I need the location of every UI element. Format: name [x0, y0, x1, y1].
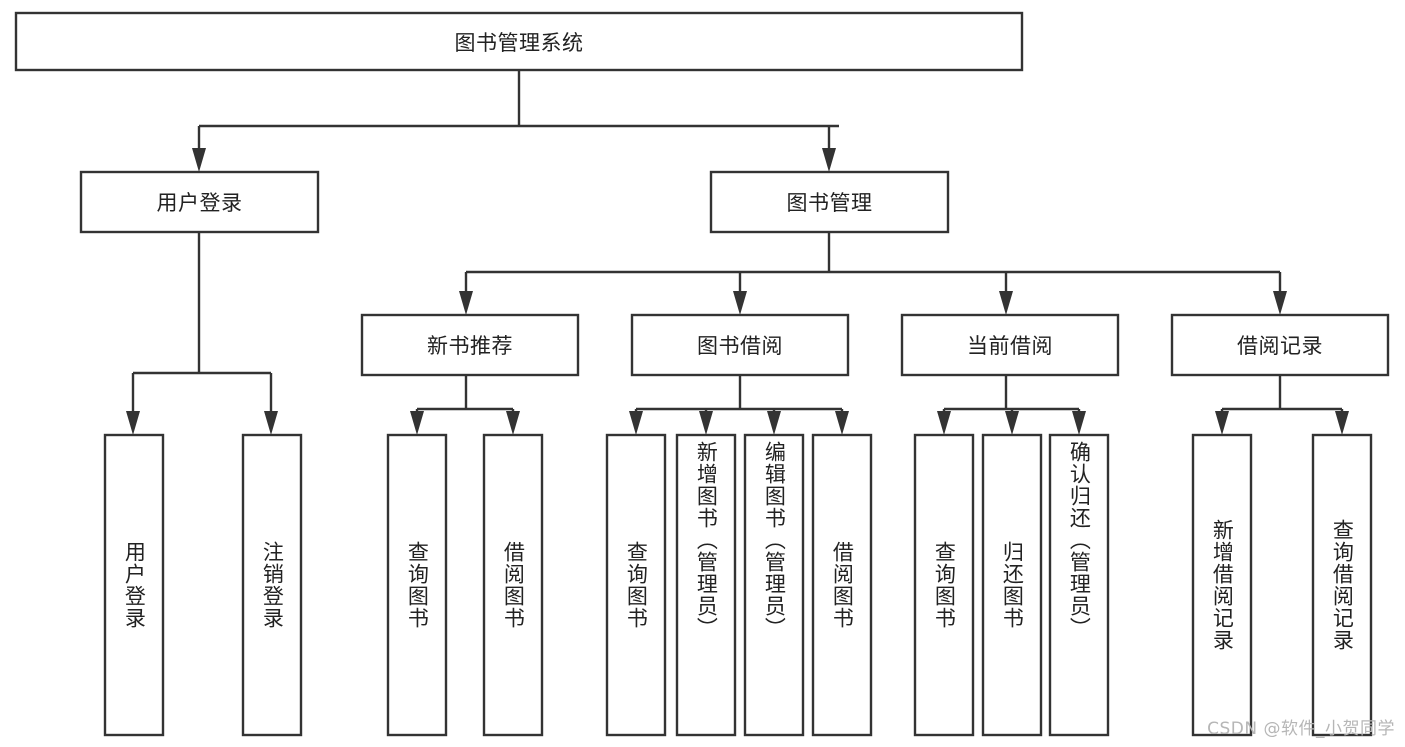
connector-currentborrow-to-leaves	[937, 375, 1086, 435]
arrow-head-icon	[822, 148, 836, 172]
node-box-leaf-confirm-return[interactable]	[1048, 433, 1110, 737]
node-box-leaf-edit-book[interactable]	[743, 433, 805, 737]
connector-bookmanagement-to-level3	[459, 232, 1287, 315]
node-box-new-book-recommend[interactable]	[360, 313, 580, 377]
node-box-leaf-return-book[interactable]	[981, 433, 1043, 737]
arrow-head-icon	[767, 411, 781, 435]
node-box-leaf-borrow-book-2[interactable]	[811, 433, 873, 737]
node-box-leaf-query-record[interactable]	[1311, 433, 1373, 737]
node-box-leaf-add-book[interactable]	[675, 433, 737, 737]
node-box-book-management[interactable]	[709, 170, 950, 234]
arrow-head-icon	[126, 411, 140, 435]
arrow-head-icon	[1335, 411, 1349, 435]
node-box-book-borrow[interactable]	[630, 313, 850, 377]
arrow-head-icon	[410, 411, 424, 435]
node-box-borrow-record[interactable]	[1170, 313, 1390, 377]
arrow-head-icon	[999, 291, 1013, 315]
arrow-head-icon	[192, 148, 206, 172]
arrow-head-icon	[629, 411, 643, 435]
connector-borrowrecord-to-leaves	[1215, 375, 1349, 435]
arrow-head-icon	[1072, 411, 1086, 435]
arrow-head-icon	[1215, 411, 1229, 435]
node-box-leaf-logout-login[interactable]	[241, 433, 303, 737]
node-box-leaf-query-book-2[interactable]	[605, 433, 667, 737]
arrow-head-icon	[1273, 291, 1287, 315]
connector-userlogin-to-leaves	[126, 232, 278, 435]
connector-bookborrow-to-leaves	[629, 375, 849, 435]
arrow-head-icon	[699, 411, 713, 435]
arrow-head-icon	[506, 411, 520, 435]
node-box-leaf-query-book-1[interactable]	[386, 433, 448, 737]
arrow-head-icon	[264, 411, 278, 435]
arrow-head-icon	[1005, 411, 1019, 435]
node-box-leaf-add-record[interactable]	[1191, 433, 1253, 737]
arrow-head-icon	[733, 291, 747, 315]
connector-newbook-to-leaves	[410, 375, 520, 435]
connector-root-to-level2	[192, 70, 839, 172]
node-box-leaf-query-book-3[interactable]	[913, 433, 975, 737]
node-box-root[interactable]	[14, 11, 1024, 72]
arrow-head-icon	[937, 411, 951, 435]
node-box-user-login[interactable]	[79, 170, 320, 234]
node-box-leaf-user-login[interactable]	[103, 433, 165, 737]
arrow-head-icon	[835, 411, 849, 435]
node-box-current-borrow[interactable]	[900, 313, 1120, 377]
node-box-leaf-borrow-book-1[interactable]	[482, 433, 544, 737]
arrow-head-icon	[459, 291, 473, 315]
